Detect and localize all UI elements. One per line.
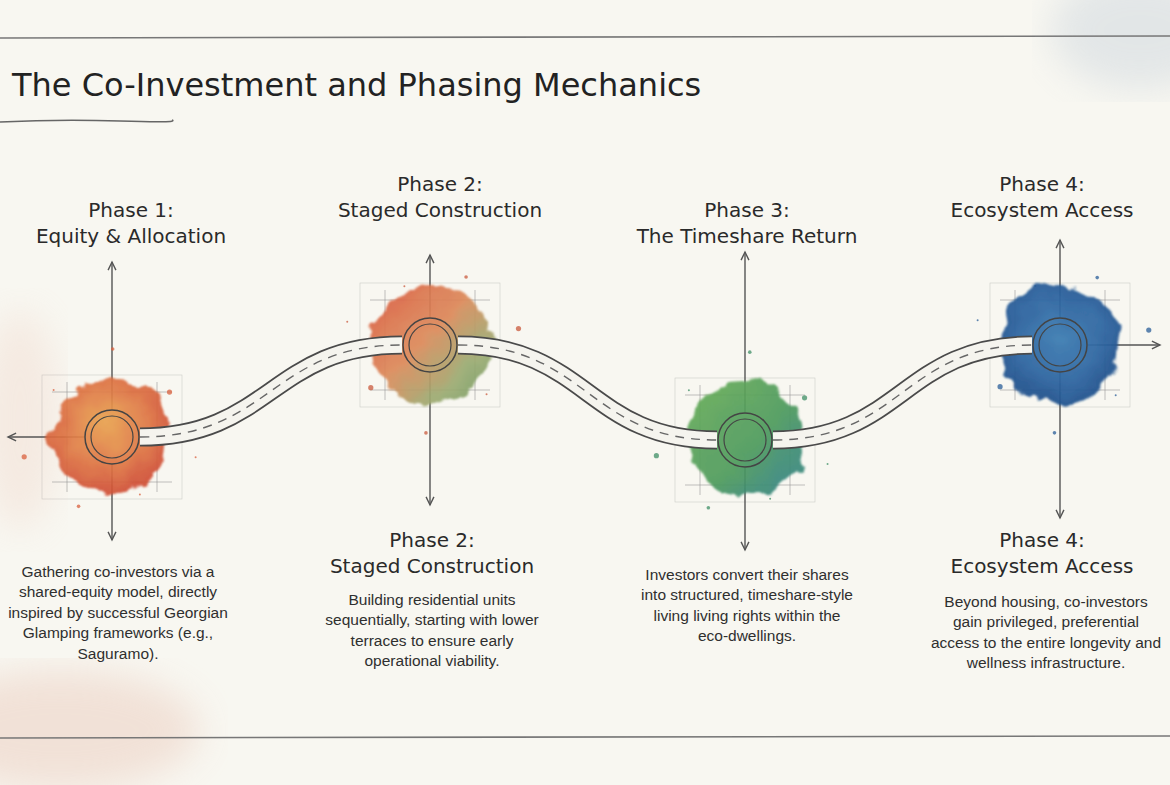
axis-arrowhead — [1056, 510, 1064, 518]
paint-dot — [77, 505, 81, 509]
paint-dot — [688, 389, 690, 391]
paint-dot — [707, 506, 711, 510]
axis-arrowhead — [426, 255, 434, 263]
heading-line: Phase 2: — [305, 172, 575, 198]
phase-description: Building residential units sequentially,… — [321, 590, 543, 672]
paint-dot — [167, 389, 172, 394]
axis-arrowhead — [741, 252, 749, 260]
paper-stain — [1050, 0, 1170, 90]
frame-rule — [0, 36, 1170, 38]
paint-dot — [111, 347, 115, 351]
phase-heading: Phase 1: Equity & Allocation — [6, 198, 256, 249]
ring-outer — [85, 410, 139, 464]
paint-dot — [486, 393, 488, 395]
heading-line: Phase 4: — [922, 528, 1162, 554]
road-edge — [140, 345, 402, 437]
paint-dot — [403, 285, 405, 287]
grid-axes — [8, 240, 1160, 550]
heading-line: Staged Construction — [305, 198, 575, 224]
paint-dot — [1053, 431, 1057, 435]
paper-stain — [0, 670, 200, 785]
paint-dot — [368, 385, 373, 390]
road-surface — [773, 345, 1032, 440]
axis-arrowhead — [108, 262, 116, 270]
paint-dot — [802, 395, 807, 400]
axis-arrowhead — [108, 532, 116, 540]
road-centerline — [140, 345, 402, 437]
title-underline — [0, 120, 173, 122]
axis-arrowhead — [741, 542, 749, 550]
heading-line: Ecosystem Access — [922, 554, 1162, 580]
paint-dot — [1146, 327, 1151, 332]
ring-inner — [1039, 324, 1081, 366]
paint-dot — [748, 350, 752, 354]
heading-line: Phase 1: — [6, 198, 256, 224]
road-surface — [140, 345, 402, 437]
phase-heading: Phase 2: Staged Construction — [305, 172, 575, 223]
heading-line: Phase 3: — [597, 198, 897, 224]
ring-outline — [402, 317, 458, 373]
road-centerline — [773, 345, 1032, 440]
paint-dot — [769, 498, 771, 500]
paint-dot — [1034, 285, 1036, 287]
frame-rule — [0, 736, 1170, 738]
paint-splatter — [22, 275, 1152, 509]
road-edge — [458, 345, 717, 440]
heading-line: Phase 2: — [297, 528, 567, 554]
ring-outer — [718, 413, 772, 467]
axis-arrowhead — [8, 433, 16, 441]
heading-line: The Timeshare Return — [597, 224, 897, 250]
paint-dot — [827, 463, 829, 465]
ring-outer — [1033, 318, 1087, 372]
road-connector — [140, 345, 402, 437]
paint-dot — [654, 453, 659, 458]
phase-description: Gathering co-investors via a shared-equi… — [7, 562, 229, 664]
road-connector — [458, 345, 717, 440]
heading-line: Ecosystem Access — [922, 198, 1162, 224]
heading-line: Equity & Allocation — [6, 224, 256, 250]
phase-node: Phase 4: Ecosystem AccessPhase 4: Ecosys… — [1032, 317, 1088, 373]
paper-stain — [0, 310, 60, 530]
paint-dot — [424, 431, 428, 435]
phase-node: Phase 2: Staged ConstructionPhase 2: Sta… — [402, 317, 458, 373]
heading-line: Staged Construction — [297, 554, 567, 580]
paint-dot — [22, 454, 27, 459]
phase-description: Beyond housing, co-investors gain privil… — [930, 592, 1162, 674]
paint-dot — [53, 389, 55, 391]
diagram-title: The Co-Investment and Phasing Mechanics — [12, 66, 701, 104]
phase-heading: Phase 4: Ecosystem Access — [922, 172, 1162, 223]
phase-node: Phase 3: The Timeshare ReturnInvestors c… — [717, 412, 773, 468]
ring-outer — [403, 318, 457, 372]
ring-outline — [84, 409, 140, 465]
road-centerline — [458, 345, 717, 440]
paint-dot — [1115, 394, 1117, 396]
axis-arrowhead — [1056, 240, 1064, 248]
ring-inner — [409, 324, 451, 366]
phase-heading: Phase 2: Staged Construction — [297, 528, 567, 579]
road-edge — [773, 345, 1032, 440]
axis-arrowhead — [1152, 341, 1160, 349]
ring-outline — [1032, 317, 1088, 373]
phase-node: Phase 1: Equity & AllocationGathering co… — [84, 409, 140, 465]
heading-line: Phase 4: — [922, 172, 1162, 198]
ring-outline — [717, 412, 773, 468]
phase-description: Investors convert their shares into stru… — [640, 565, 854, 647]
paint-dot — [139, 494, 141, 496]
phase-heading: Phase 3: The Timeshare Return — [597, 198, 897, 249]
paint-dot — [1095, 276, 1099, 280]
paint-dot — [346, 321, 348, 323]
road-surface — [458, 345, 717, 440]
phase-heading: Phase 4: Ecosystem Access — [922, 528, 1162, 579]
paint-dot — [977, 319, 979, 321]
paint-dot — [997, 384, 1002, 389]
ring-inner — [724, 419, 766, 461]
paint-dot — [516, 326, 521, 331]
paint-dot — [464, 275, 468, 279]
road-connector — [773, 345, 1032, 440]
ring-inner — [91, 416, 133, 458]
axis-arrowhead — [426, 497, 434, 505]
paint-dot — [195, 456, 197, 458]
